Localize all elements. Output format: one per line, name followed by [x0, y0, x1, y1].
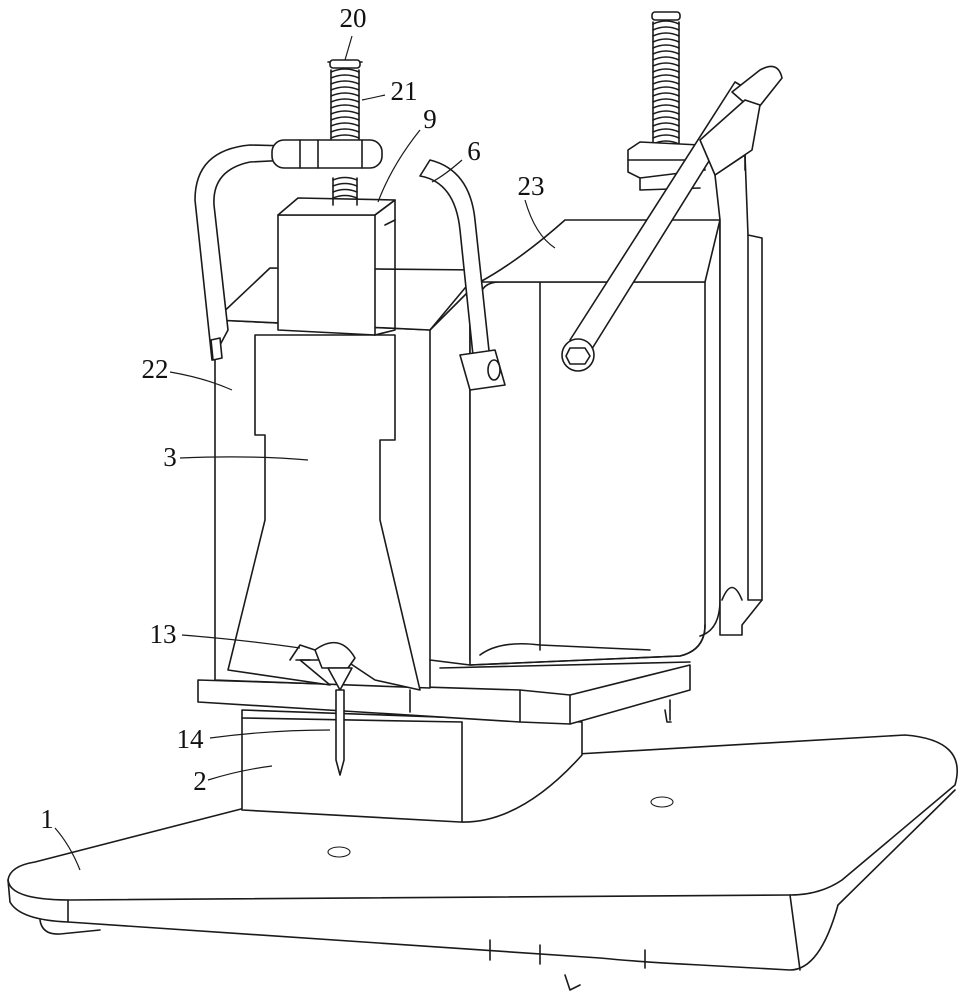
label-20: 20 [340, 3, 367, 33]
label-6: 6 [467, 136, 481, 166]
label-14: 14 [177, 724, 205, 754]
label-21: 21 [391, 76, 418, 106]
label-23: 23 [518, 171, 545, 201]
label-13: 13 [150, 619, 177, 649]
label-22: 22 [142, 354, 169, 384]
label-1: 1 [40, 804, 54, 834]
left-spring-assembly [328, 60, 362, 205]
label-2: 2 [193, 766, 207, 796]
label-3: 3 [163, 442, 177, 472]
label-9: 9 [423, 104, 437, 134]
